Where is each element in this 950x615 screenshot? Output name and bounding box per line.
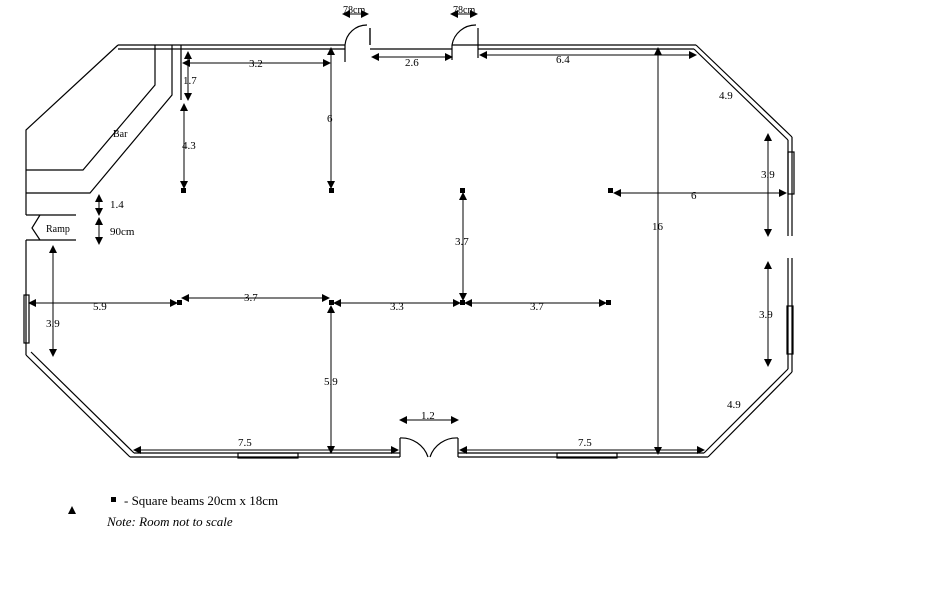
window-right-lower xyxy=(786,305,794,355)
right-diag-lower: 4.9 xyxy=(727,399,741,411)
beam xyxy=(606,300,611,305)
beam xyxy=(460,188,465,193)
door-left-width: 78cm xyxy=(343,5,365,16)
top-to-beam: 6 xyxy=(327,113,333,125)
legend: - Square beams 20cm x 18cm Note: Room no… xyxy=(68,493,278,529)
overall-length: 16 xyxy=(652,221,664,233)
top-left-span: 3.2 xyxy=(249,58,263,70)
upper-right-diagonal-wall xyxy=(693,44,793,141)
lower-right-diagonal-wall xyxy=(703,368,793,458)
ramp-label: Ramp xyxy=(46,224,70,235)
window-right-upper xyxy=(787,151,795,195)
beam xyxy=(177,300,182,305)
bar-label: Bar xyxy=(113,129,128,140)
bar-counter: Bar xyxy=(26,45,182,194)
row-span-4: 3.7 xyxy=(530,301,544,313)
door-right-swing xyxy=(451,24,477,46)
beam xyxy=(608,188,613,193)
doors xyxy=(344,24,479,458)
center-vertical: 3.7 xyxy=(455,236,469,248)
door-right-width: 78cm xyxy=(453,5,475,16)
beam-icon xyxy=(111,497,116,502)
beam xyxy=(329,300,334,305)
right-window-upper: 3.9 xyxy=(761,169,775,181)
left-window: 3.9 xyxy=(46,318,60,330)
ramp-width: 90cm xyxy=(110,226,135,238)
bottom-wall xyxy=(130,452,708,458)
top-mid-span: 2.6 xyxy=(405,57,419,69)
beam xyxy=(460,300,465,305)
bottom-right-span: 7.5 xyxy=(578,437,592,449)
windows xyxy=(23,151,795,459)
beam-to-right-wall: 6 xyxy=(691,190,697,202)
top-wall xyxy=(118,28,696,50)
door-left-swing xyxy=(344,24,368,46)
bottom-left-span: 7.5 xyxy=(238,437,252,449)
row-span-2: 3.7 xyxy=(244,292,258,304)
right-wall xyxy=(787,137,793,372)
beam xyxy=(181,188,186,193)
beam xyxy=(329,188,334,193)
legend-note: Note: Room not to scale xyxy=(106,514,233,529)
left-gap-upper: 1.4 xyxy=(110,199,124,211)
lower-vertical: 5.9 xyxy=(324,376,338,388)
dimension-lines: 78cm 78cm 3.2 2.6 6.4 1.7 4.3 6 1.4 90cm… xyxy=(28,5,787,455)
bar-depth: 1.7 xyxy=(183,75,197,87)
entrance-double-door xyxy=(399,437,459,458)
top-right-span: 6.4 xyxy=(556,54,570,66)
door-left-jamb xyxy=(344,28,371,62)
room-walls xyxy=(25,28,793,458)
bar-to-beam: 4.3 xyxy=(182,140,196,152)
arrow-icon xyxy=(68,506,76,514)
entrance-width: 1.2 xyxy=(421,410,435,422)
lower-left-diagonal-wall xyxy=(25,351,135,458)
right-window-lower: 3.9 xyxy=(759,309,773,321)
ramp: Ramp xyxy=(26,214,76,241)
upper-left-wall xyxy=(25,44,119,355)
right-diag-upper: 4.9 xyxy=(719,90,733,102)
window-left xyxy=(23,294,30,344)
beams xyxy=(177,188,613,305)
legend-beam-text: - Square beams 20cm x 18cm xyxy=(124,493,278,508)
row-span-3: 3.3 xyxy=(390,301,404,313)
door-right-jamb xyxy=(451,45,479,60)
row-span-1: 5.9 xyxy=(93,301,107,313)
